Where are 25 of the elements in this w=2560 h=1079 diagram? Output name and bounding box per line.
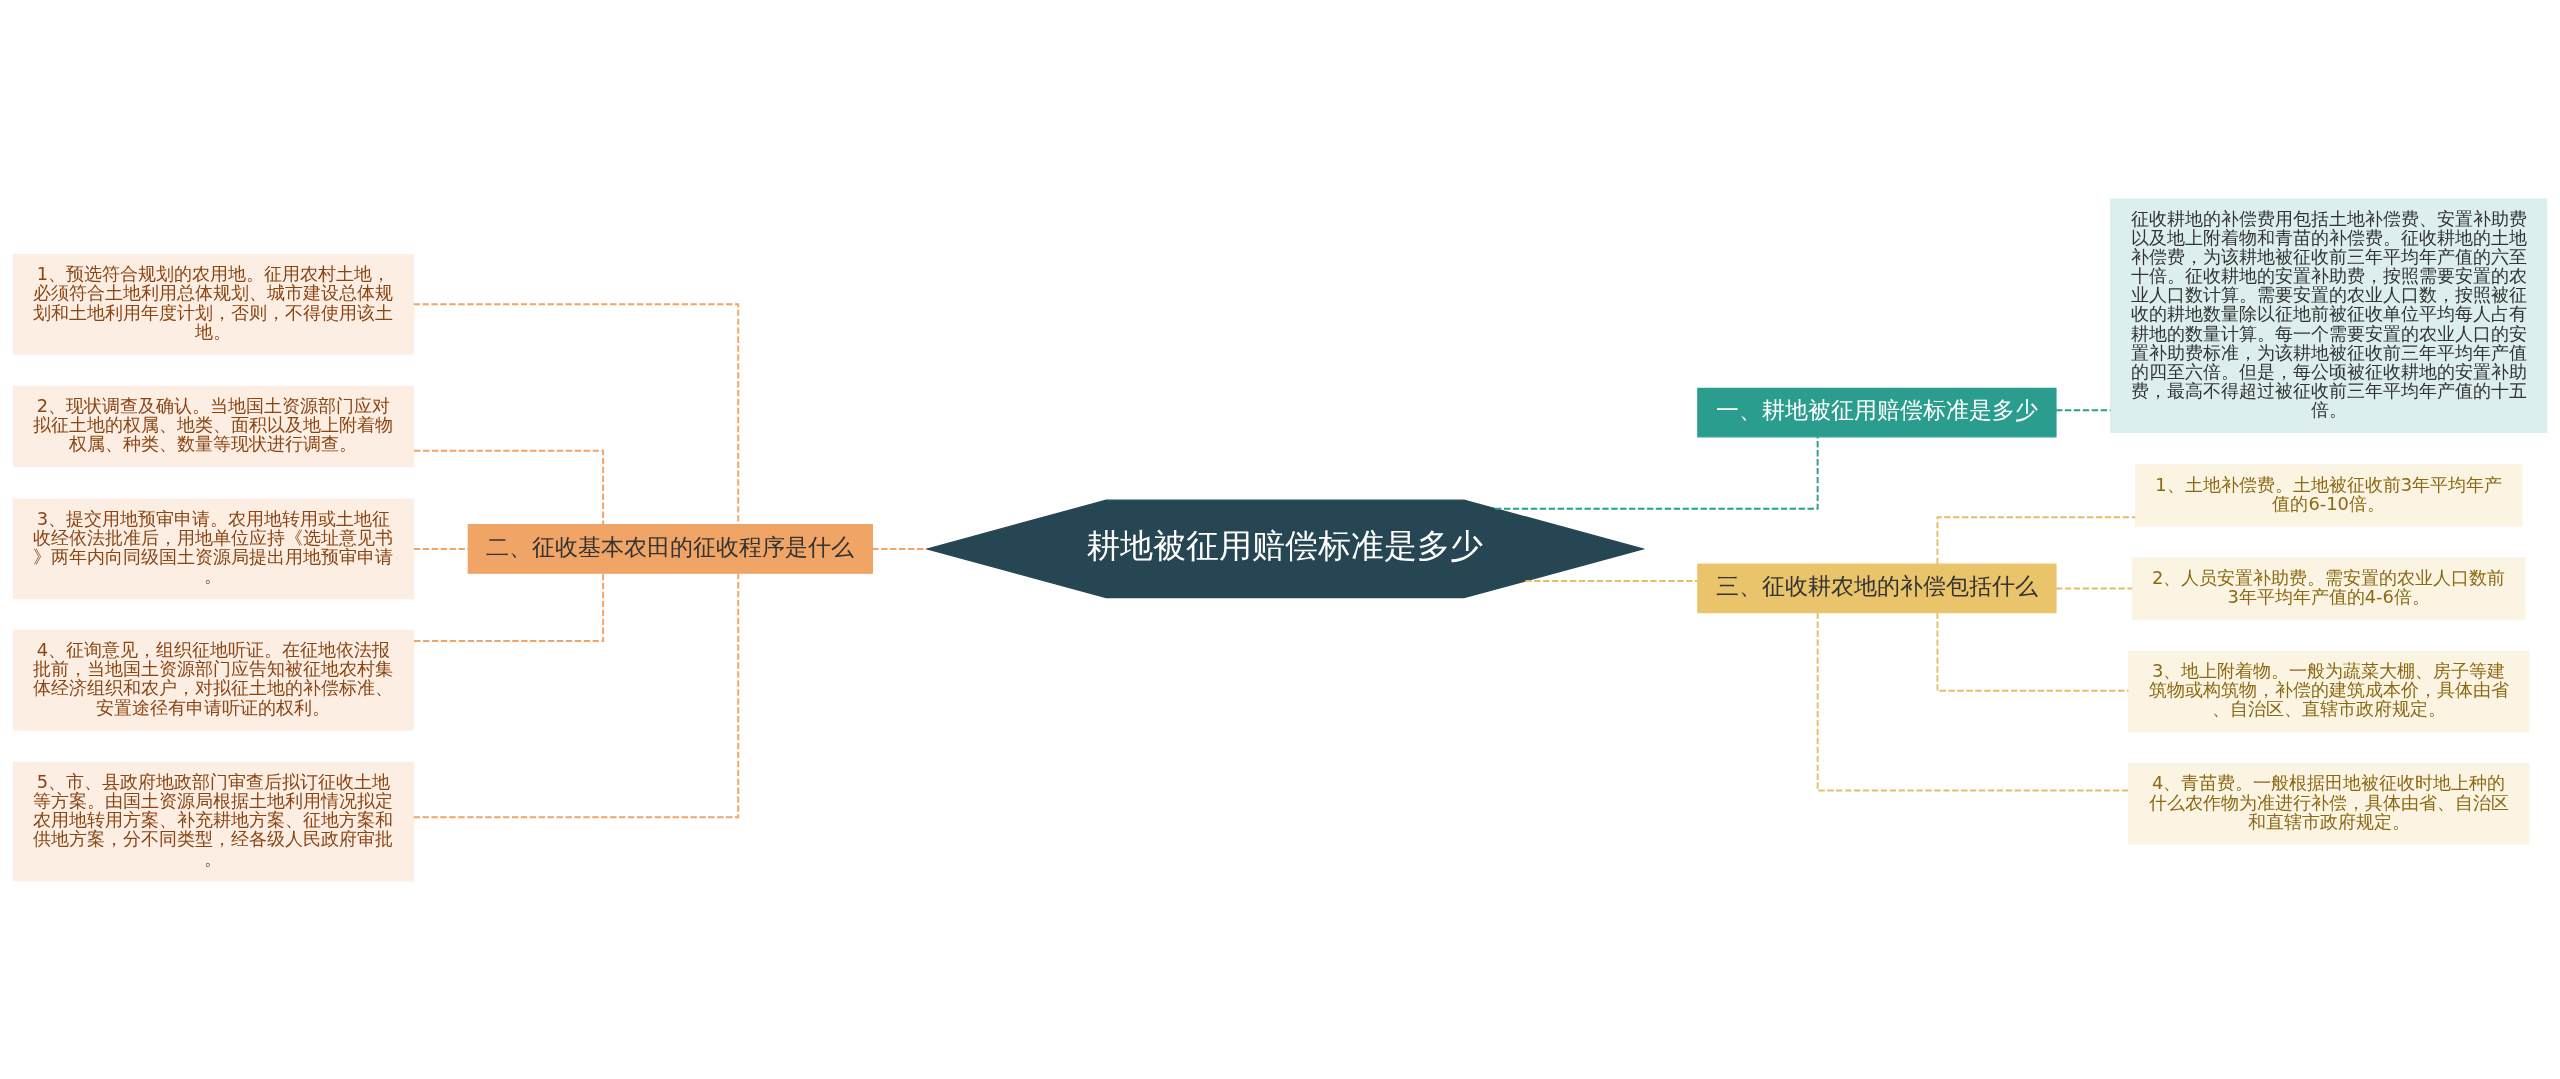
- connector: [1524, 579, 1699, 582]
- connector: [2055, 586, 2134, 589]
- connector: [413, 572, 605, 642]
- node-box: 二、征收基本农田的征收程序是什么: [467, 523, 873, 574]
- connector: [412, 302, 740, 526]
- connector: [412, 571, 740, 818]
- node-box: 5、市、县政府地政部门审查后拟订征收土地等方案。由国土资源局根据土地利用情况拟定农用地转用方案、补充耕地方案、征地方案和供地方案，分不同类型，经各级人民政府审批。: [12, 761, 415, 882]
- node-box: 3、提交用地预审申请。农用地转用或土地征收经依法批准后，用地单位应持《选址意见书》两年内向同级国土资源局提出用地预审申请。: [12, 498, 415, 599]
- node-box: 2、现状调查及确认。当地国土资源部门应对拟征土地的权属、地类、面积以及地上附着物权属、种类、数量等现状进行调查。: [12, 385, 415, 467]
- node-box: 1、土地补偿费。土地被征收前3年平均年产值的6-10倍。: [2134, 463, 2523, 527]
- node-box: 三、征收耕农地的补偿包括什么: [1697, 563, 2057, 613]
- node-box: 2、人员安置补助费。需安置的农业人口数前3年平均年产值的4-6倍。: [2131, 556, 2526, 620]
- connector: [1936, 515, 2137, 565]
- connector: [1936, 611, 2130, 692]
- connector: [1494, 435, 1819, 510]
- node-box: 3、地上附着物。一般为蔬菜大棚、房子等建筑物或构筑物，补偿的建筑成本价，具体由省、自治区、直辖市政府规定。: [2127, 650, 2530, 732]
- connector: [413, 449, 605, 526]
- node-box: 4、青苗费。一般根据田地被征收时地上种的什么农作物为准进行补偿，具体由省、自治区和直辖市政府规定。: [2127, 762, 2530, 845]
- node-box: 4、征询意见，组织征地听证。在征地依法报批前，当地国土资源部门应告知被征地农村集体经济组织和农户，对拟征土地的补偿标准、安置途径有申请听证的权利。: [12, 629, 415, 731]
- node-box: 征收耕地的补偿费用包括土地补偿费、安置补助费以及地上附着物和青苗的补偿费。征收耕地的土地补偿费，为该耕地被征收前三年平均年产值的六至十倍。征收耕地的安置补助费，按照需要安置的农业人口数计算。需要安置的农业人口数，按照被征收的耕地数量除以征地前被征收单位平均每人占有耕地的数量计算。每一个需要安置的农业人口的安置补助费标准，为该耕地被征收前三年平均年产值的四至六倍。但是，每公顷被征收耕地的安置补助费，最高不得超过被征收前三年平均年产值的十五倍。: [2110, 197, 2548, 433]
- connector: [871, 547, 928, 550]
- connector: [412, 547, 470, 550]
- connector: [1816, 611, 2130, 791]
- node-box: 一、耕地被征用赔偿标准是多少: [1697, 387, 2057, 437]
- node-box: 1、预选符合规划的农用地。征用农村土地，必须符合土地利用总体规划、城市建设总体规划和土地利用年度计划，否则，不得使用该土地。: [12, 253, 415, 355]
